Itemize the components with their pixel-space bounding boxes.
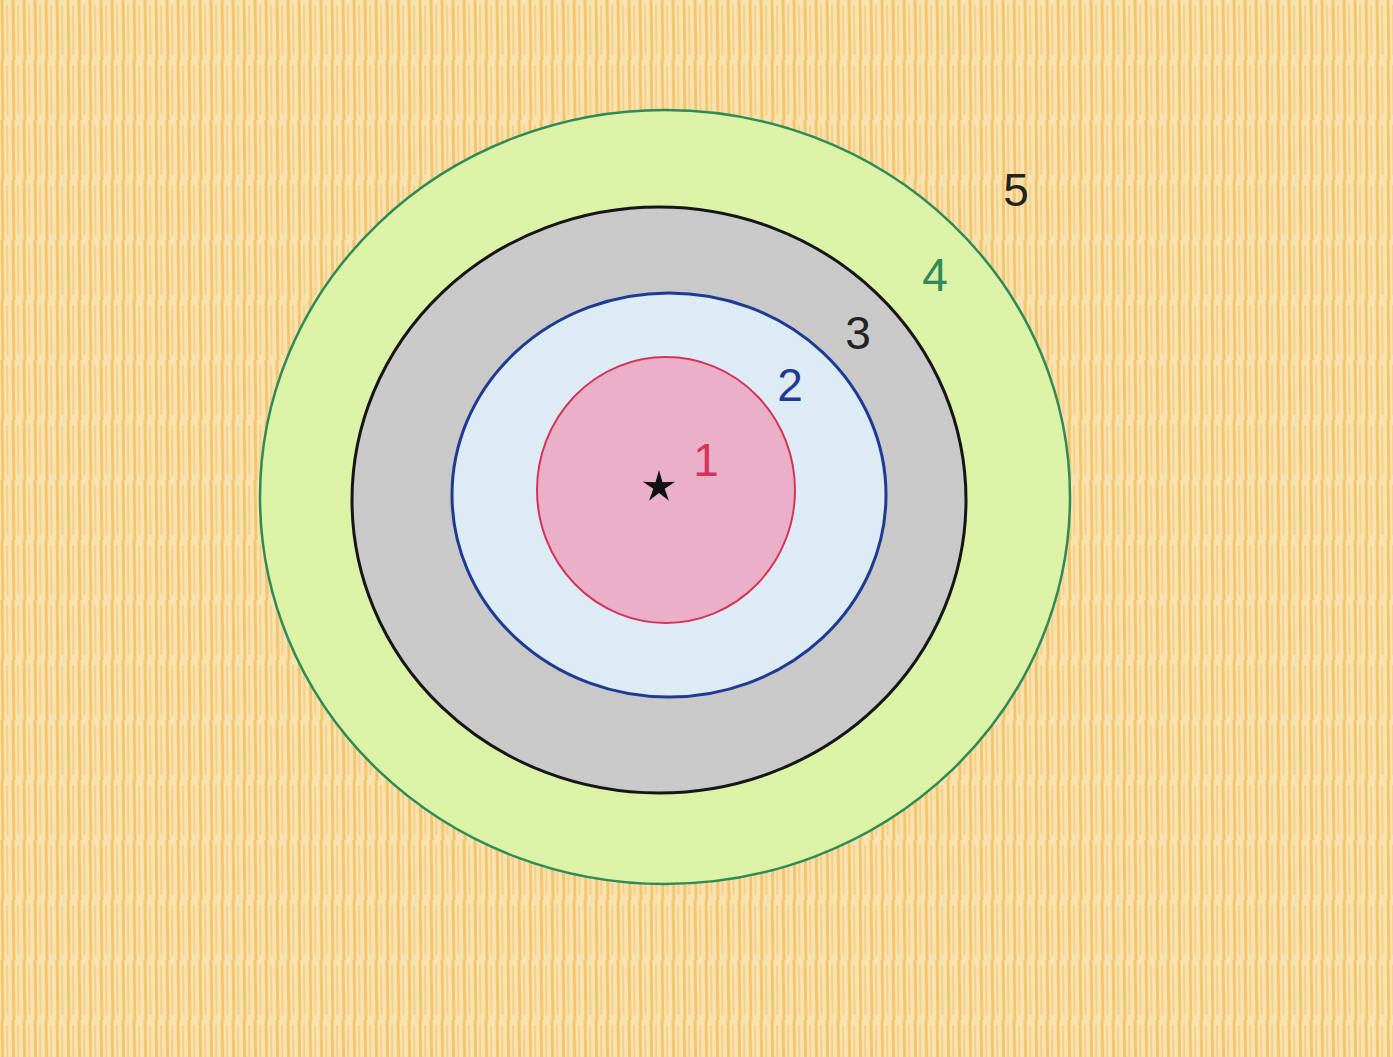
region-number: 3 — [845, 310, 871, 356]
pink-core: 1 — [535, 355, 797, 625]
blue-ring: 21 — [450, 291, 888, 699]
ring-outline — [535, 355, 797, 625]
region-number: 1 — [693, 437, 719, 483]
ring-ellipse — [452, 293, 886, 697]
region-number: 2 — [777, 362, 803, 408]
grey-ring: 321 — [350, 205, 968, 795]
ring-ellipse — [352, 207, 966, 793]
center-star — [643, 470, 675, 501]
region-number: 4 — [922, 252, 948, 298]
ring-ellipse — [537, 357, 795, 623]
outer-ring: 4321 — [258, 108, 1072, 886]
ring-ellipse — [260, 110, 1070, 884]
region-number: 5 — [1003, 167, 1029, 213]
